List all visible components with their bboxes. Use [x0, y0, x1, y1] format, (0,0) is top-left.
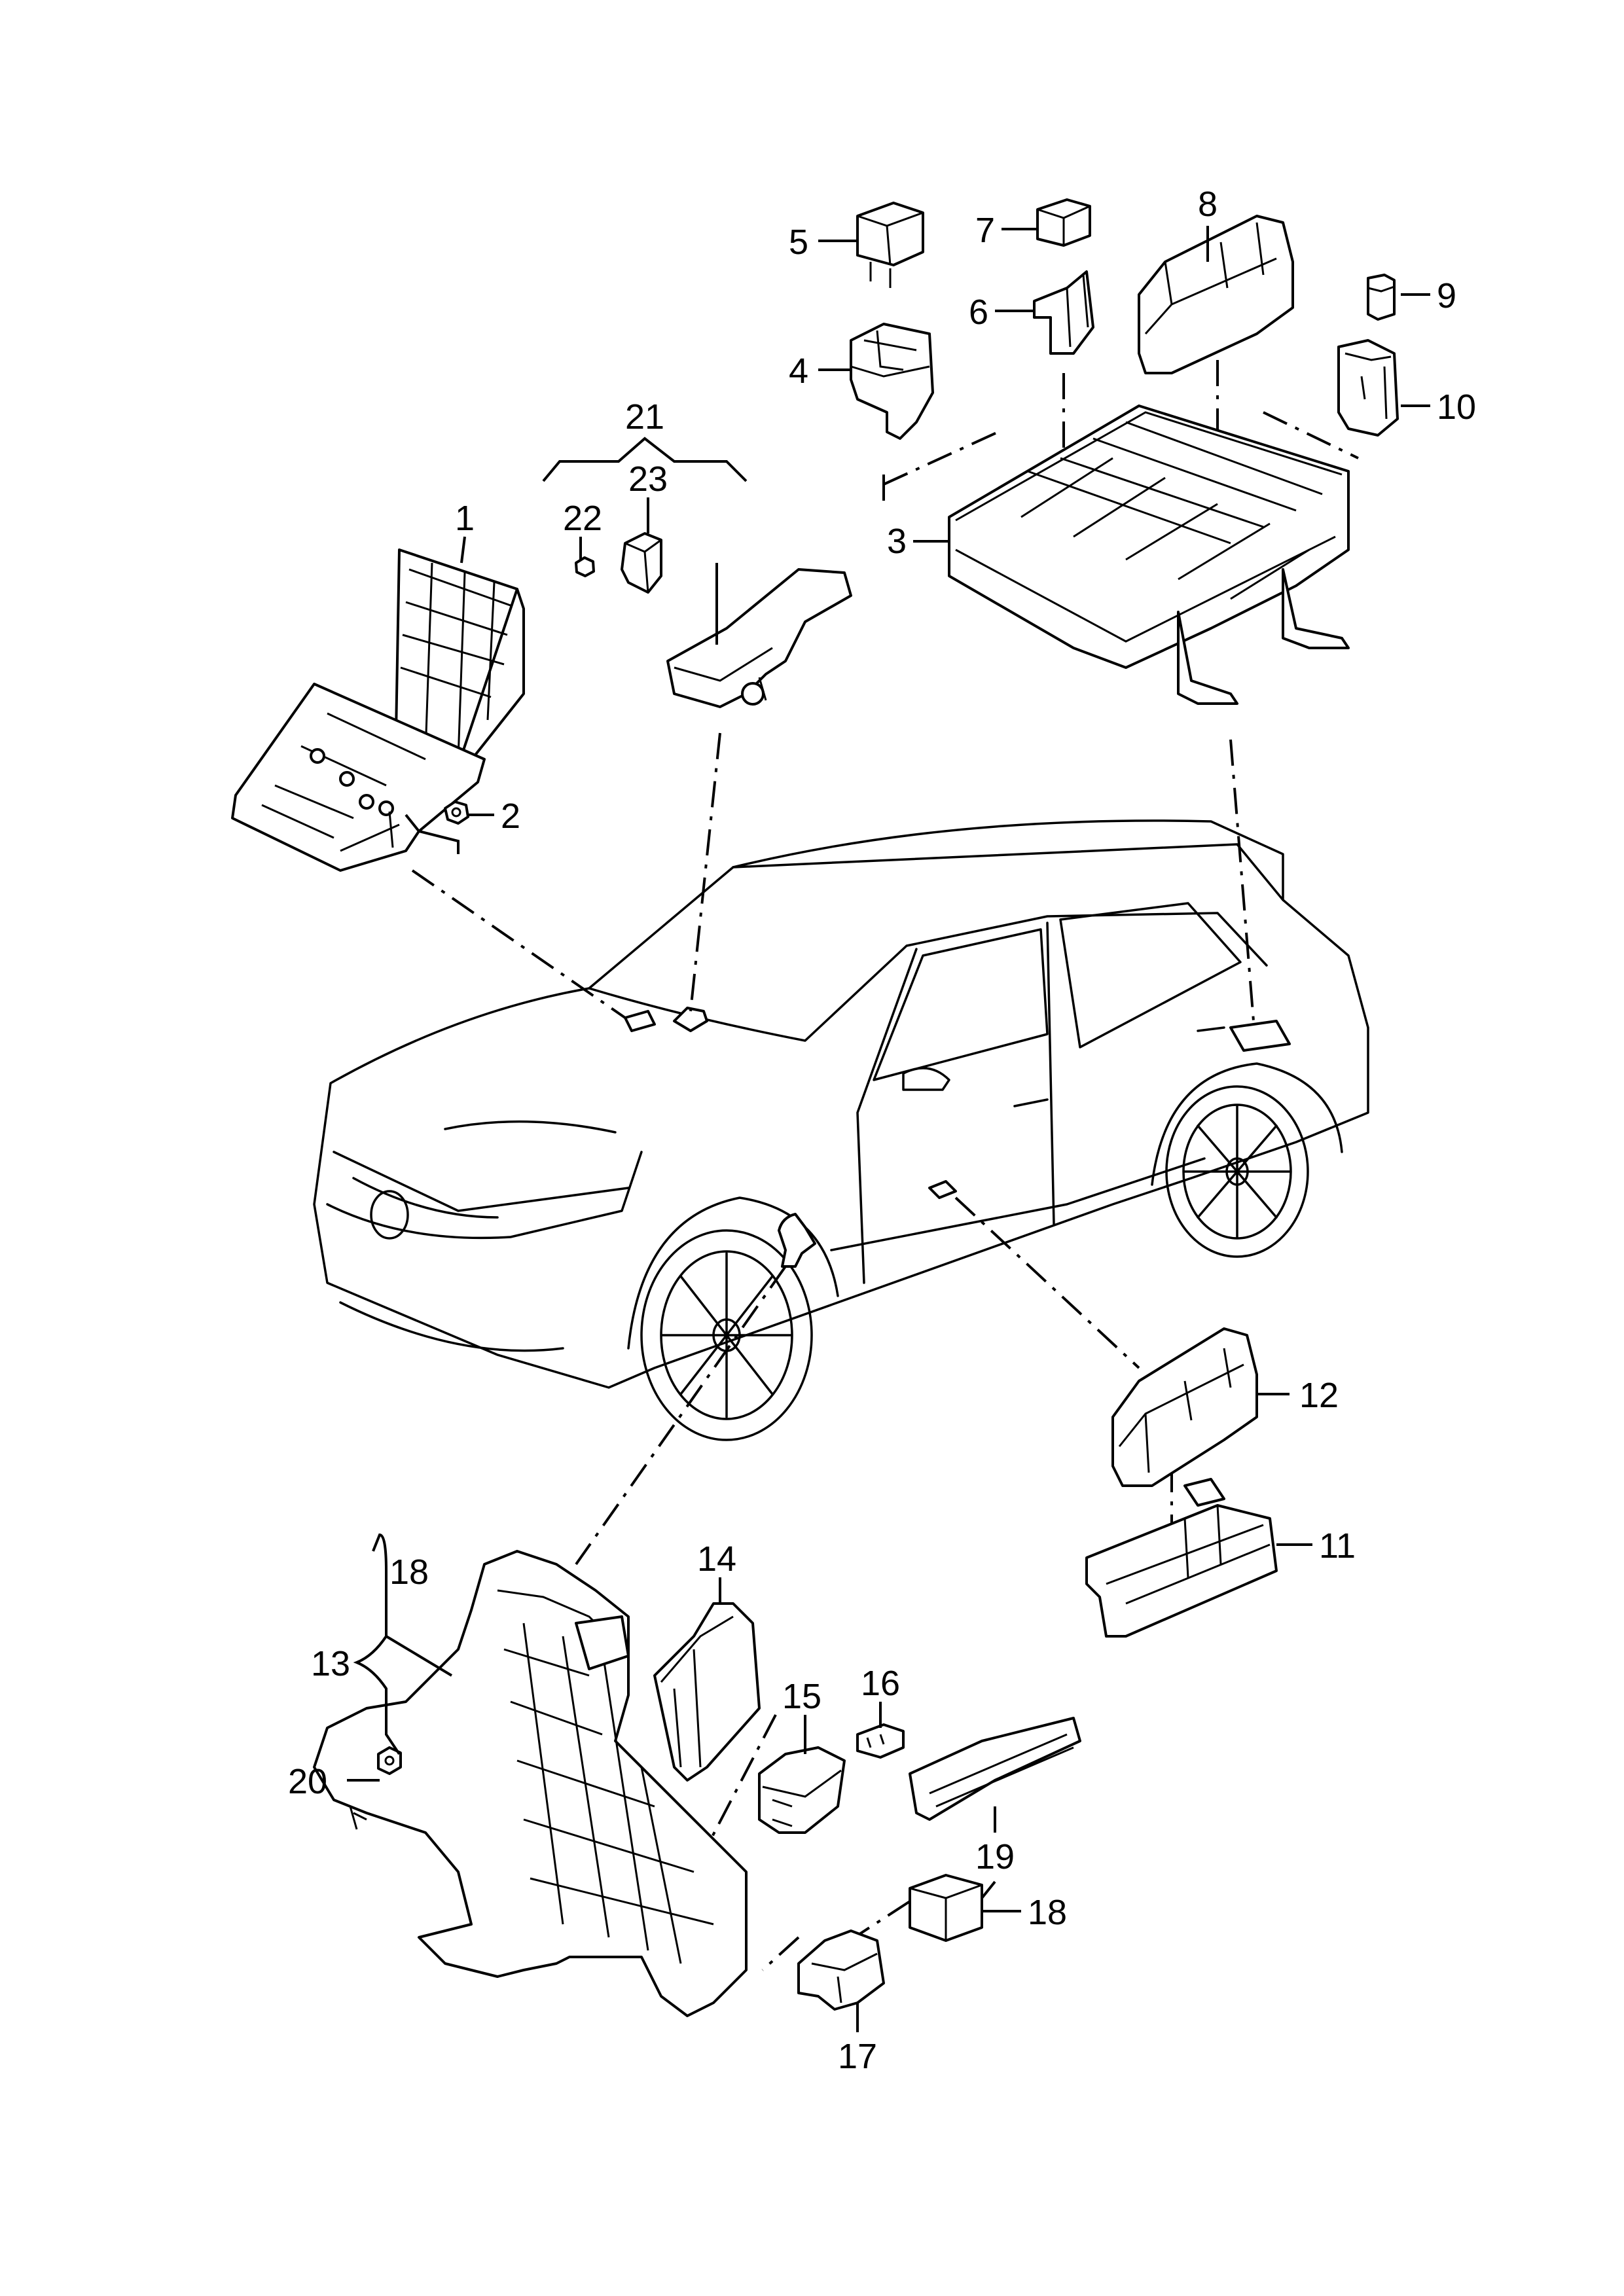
- part-8-cover: [1138, 215, 1294, 374]
- callout-14: 14: [697, 1539, 736, 1579]
- callout-7: 7: [975, 211, 995, 250]
- part-2-nut: [444, 800, 469, 825]
- part-18-relay: [909, 1874, 983, 1942]
- callout-22: 22: [563, 499, 602, 538]
- callout-3: 3: [887, 522, 907, 561]
- part-6-relay-holder: [1033, 270, 1094, 355]
- callout-2: 2: [501, 797, 520, 836]
- callout-15: 15: [782, 1677, 821, 1716]
- vehicle-illustration: [313, 819, 1369, 1441]
- callout-21: 21: [625, 397, 664, 437]
- callout-13: 13: [311, 1644, 350, 1683]
- part-11-carrier: [1085, 1478, 1278, 1638]
- callout-17: 17: [838, 2037, 877, 2076]
- part-9-fuse: [1367, 274, 1396, 321]
- part-23-bracket: [621, 532, 662, 594]
- callout-10: 10: [1437, 387, 1476, 427]
- part-22-nut: [575, 556, 595, 577]
- part-17-relay-socket: [797, 1929, 885, 2011]
- callout-20: 20: [288, 1762, 327, 1801]
- callout-6: 6: [969, 293, 988, 332]
- part-5-relay: [856, 202, 924, 288]
- callout-5: 5: [789, 223, 808, 262]
- callout-12: 12: [1299, 1376, 1339, 1415]
- callout-19: 19: [975, 1837, 1015, 1876]
- part-12-cover: [1111, 1327, 1258, 1487]
- callout-8: 8: [1198, 185, 1218, 224]
- callout-11: 11: [1319, 1526, 1356, 1566]
- part-15-relay-socket: [758, 1746, 846, 1834]
- callout-18-top: 18: [389, 1552, 429, 1592]
- part-20-nut: [377, 1746, 402, 1775]
- part-10-connector: [1337, 339, 1399, 437]
- part-19-fuse-strip: [909, 1717, 1081, 1821]
- callout-4: 4: [789, 351, 808, 391]
- callout-1: 1: [455, 499, 475, 538]
- part-21-control-unit: [666, 568, 852, 708]
- part-14-control-unit: [653, 1602, 761, 1782]
- callout-leader-lines: [347, 226, 1430, 2032]
- part-1-carrier-with-lid: [231, 548, 525, 872]
- part-16-fuse: [856, 1723, 905, 1759]
- callout-labels: 1 2 3 4 5 6 7 8 9 10 11 12 13 14 15 16 1…: [288, 185, 1476, 2076]
- callout-23: 23: [628, 459, 668, 499]
- part-7-mini-relay: [1036, 198, 1091, 247]
- callout-18-relay: 18: [1028, 1893, 1067, 1932]
- part-13-fuse-carrier: [313, 1550, 748, 2017]
- part-4-relay-socket: [850, 323, 934, 440]
- part-3-relay-carrier: [948, 404, 1350, 705]
- callout-9: 9: [1437, 276, 1456, 315]
- callout-16: 16: [861, 1664, 900, 1703]
